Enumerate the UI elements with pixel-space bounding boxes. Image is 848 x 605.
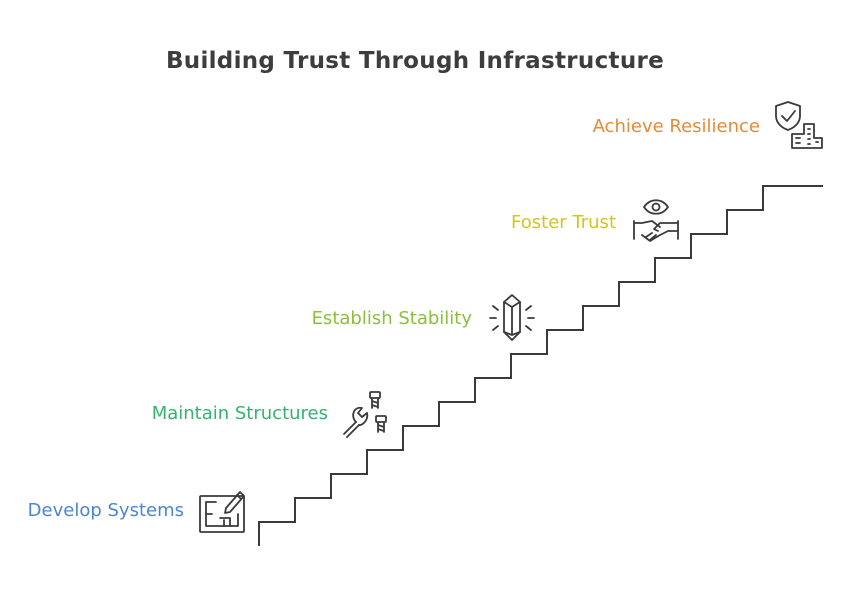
step-label-establish-stability: Establish Stability: [311, 308, 472, 329]
blueprint-icon: [199, 491, 245, 533]
diagram-title: Building Trust Through Infrastructure: [165, 48, 665, 74]
handshake-eye-icon: [633, 199, 679, 242]
wrench-bolts-icon: [343, 391, 387, 438]
step-label-develop-systems: Develop Systems: [27, 500, 184, 521]
shield-building-icon: [775, 101, 823, 149]
step-label-foster-trust: Foster Trust: [511, 212, 616, 233]
step-label-achieve-resilience: Achieve Resilience: [592, 116, 760, 137]
crystal-icon: [489, 294, 535, 341]
step-label-maintain-structures: Maintain Structures: [151, 403, 328, 424]
